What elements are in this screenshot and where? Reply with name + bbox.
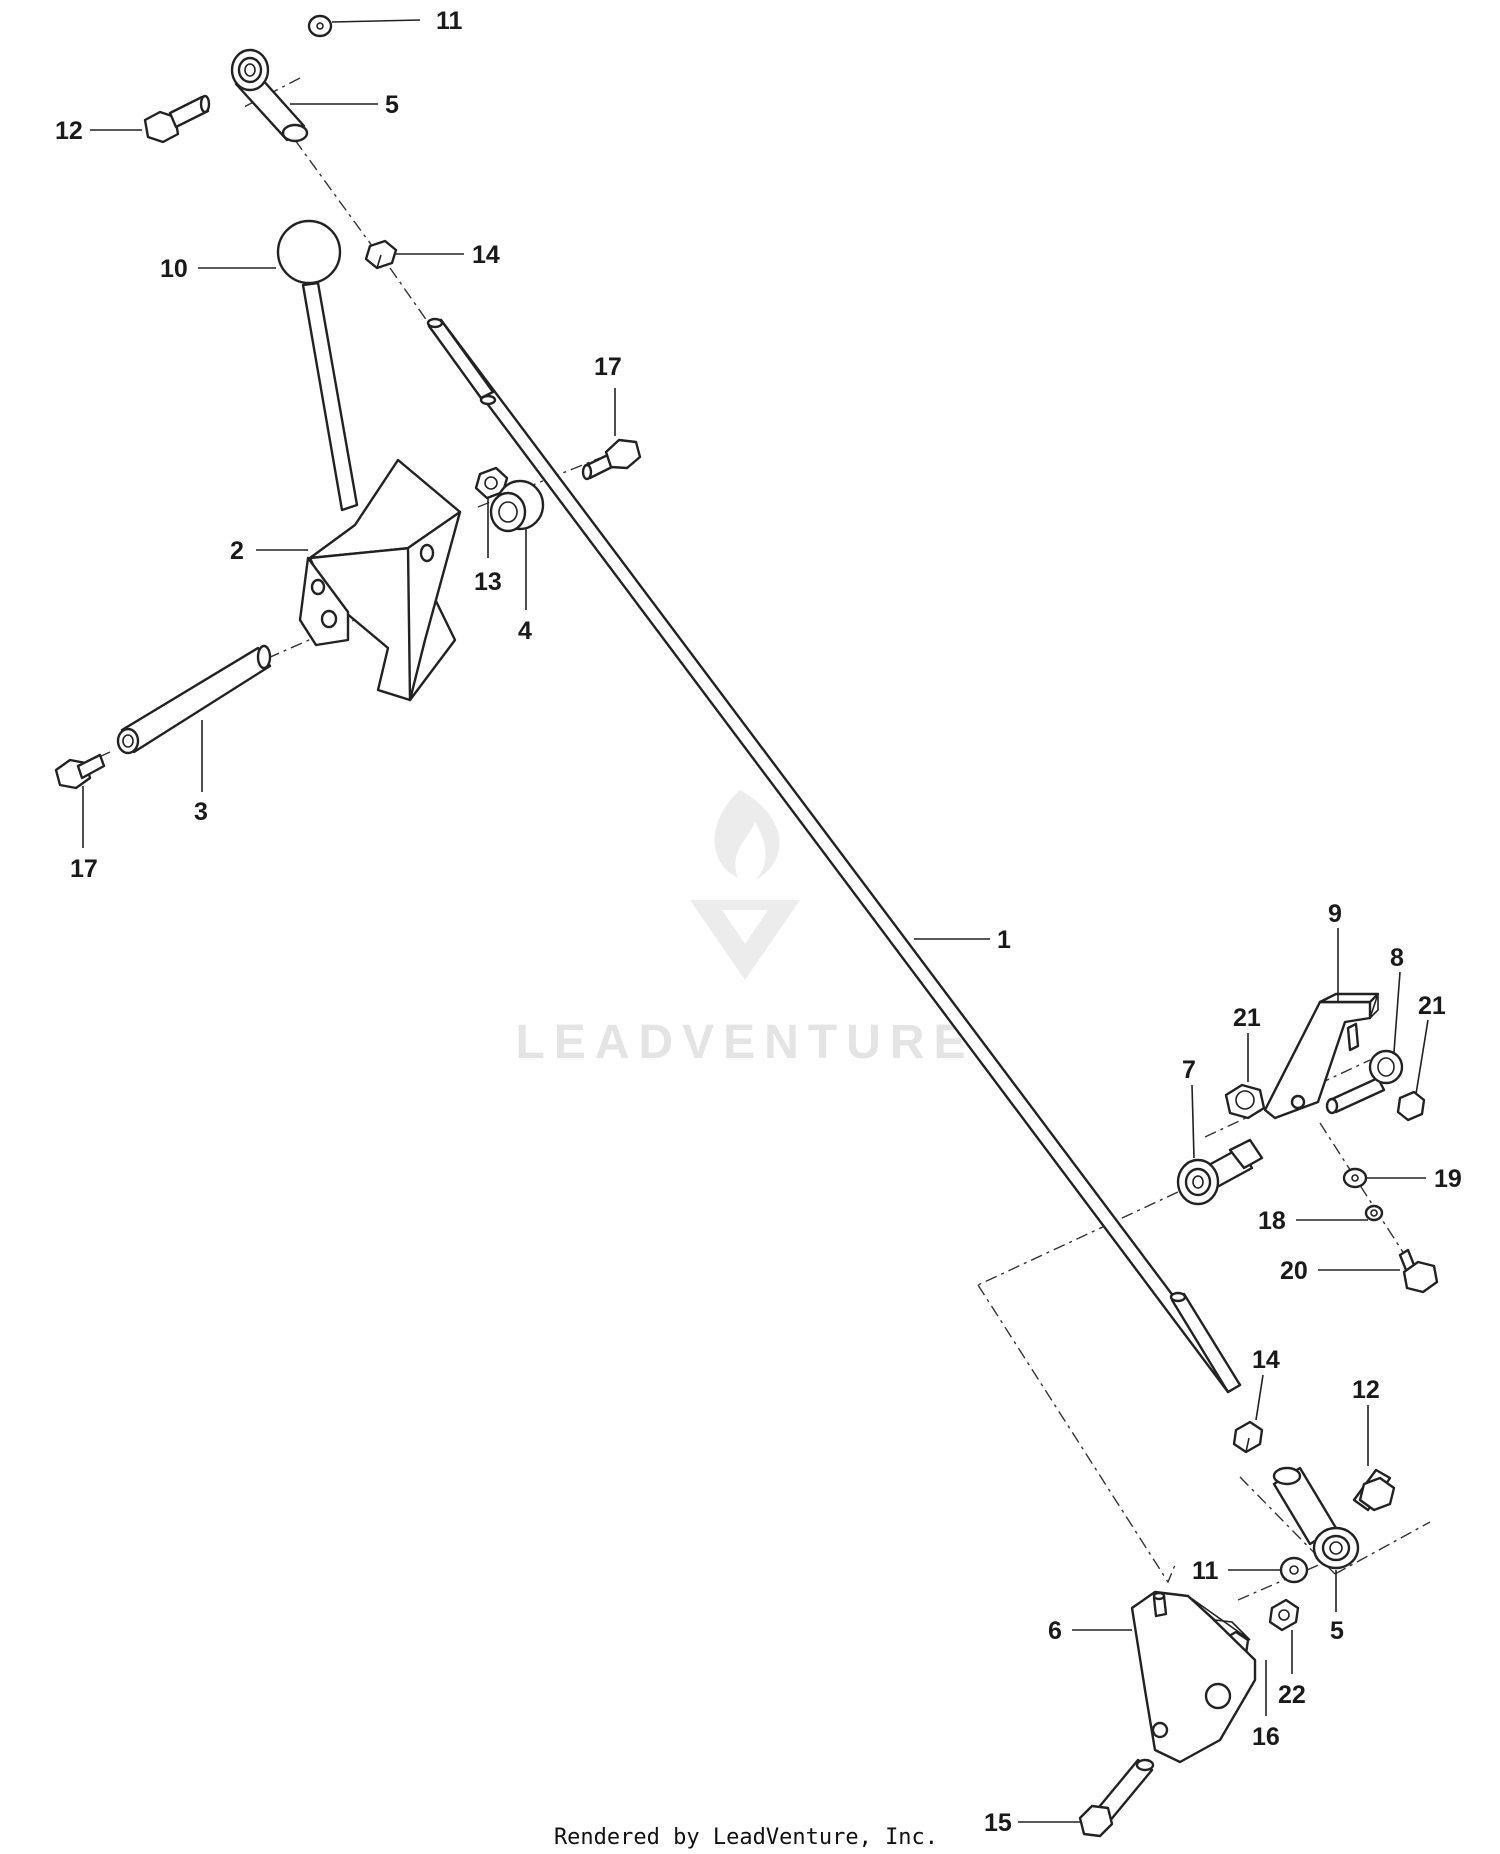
callout-17-left: 17 (70, 855, 98, 883)
part-5-rod-end-top (230, 48, 309, 143)
callout-17-right: 17 (594, 353, 622, 381)
part-4-spacer (489, 479, 545, 533)
part-12-bolt-bottom (1352, 1468, 1396, 1512)
callout-14-top: 14 (472, 241, 500, 269)
part-12-bolt-top (143, 94, 211, 144)
part-14-nut-top (364, 239, 398, 270)
part-21-nut-right (1396, 1090, 1426, 1122)
flame-logo-icon (714, 790, 780, 880)
leader-lines (82, 19, 1429, 1823)
callout-12-bottom: 12 (1352, 1376, 1380, 1404)
callout-9: 9 (1328, 900, 1342, 928)
callout-labels: 11 5 12 14 10 17 2 13 4 3 17 1 9 8 21 21… (55, 7, 1462, 1837)
callout-12-top: 12 (55, 117, 83, 145)
part-19-washer (1342, 1167, 1368, 1189)
callout-2: 2 (230, 537, 244, 565)
callout-14-bottom: 14 (1252, 1346, 1280, 1374)
callout-22: 22 (1278, 1681, 1306, 1709)
callout-6: 6 (1048, 1617, 1062, 1645)
part-17-bolt-left (54, 753, 106, 790)
callout-4: 4 (518, 617, 532, 645)
callout-16: 16 (1252, 1723, 1280, 1751)
part-1-control-rod (426, 317, 1242, 1394)
callout-10: 10 (160, 255, 188, 283)
part-17-bolt-right (581, 438, 642, 481)
part-7-rod-end (1176, 1138, 1264, 1206)
callout-11-bottom: 11 (1192, 1557, 1219, 1585)
part-2-shift-bracket (298, 458, 462, 702)
callout-5-top: 5 (385, 91, 399, 119)
callout-20: 20 (1280, 1257, 1308, 1285)
callout-21-left: 21 (1233, 1004, 1261, 1032)
footer-credit: Rendered by LeadVenture, Inc. (554, 1825, 938, 1850)
alignment-lines (74, 77, 1431, 1601)
callout-21-right: 21 (1418, 992, 1446, 1020)
callout-3: 3 (194, 798, 208, 826)
callout-19: 19 (1434, 1165, 1462, 1193)
callout-11-top: 11 (436, 7, 463, 35)
callout-18: 18 (1258, 1207, 1286, 1235)
callout-7: 7 (1182, 1056, 1196, 1084)
part-15-bolt (1078, 1758, 1155, 1838)
part-8-ball-joint (1325, 1049, 1404, 1115)
part-14-nut-bottom (1232, 1420, 1264, 1454)
chevron-logo-icon (690, 900, 800, 980)
part-22-nut (1268, 1598, 1300, 1632)
callout-8: 8 (1390, 944, 1404, 972)
callout-5-bottom: 5 (1330, 1617, 1344, 1645)
part-11-washer-top (307, 14, 333, 38)
part-11-washer-bottom (1279, 1556, 1309, 1584)
callout-15: 15 (984, 1809, 1012, 1837)
leadventure-watermark: LEADVENTURE (515, 790, 974, 1069)
part-20-bolt (1398, 1248, 1439, 1294)
watermark-text: LEADVENTURE (515, 1016, 974, 1069)
part-5-rod-end-bottom (1272, 1466, 1360, 1570)
part-6-lower-bracket (1130, 1590, 1257, 1764)
part-21-nut-left (1224, 1083, 1266, 1120)
part-10-knob-lever (276, 219, 359, 512)
callout-13: 13 (474, 568, 502, 596)
part-18-lock-washer (1364, 1204, 1384, 1222)
part-9-bracket (1263, 992, 1380, 1120)
callout-1: 1 (997, 926, 1011, 954)
part-3-pivot-tube (116, 644, 272, 755)
